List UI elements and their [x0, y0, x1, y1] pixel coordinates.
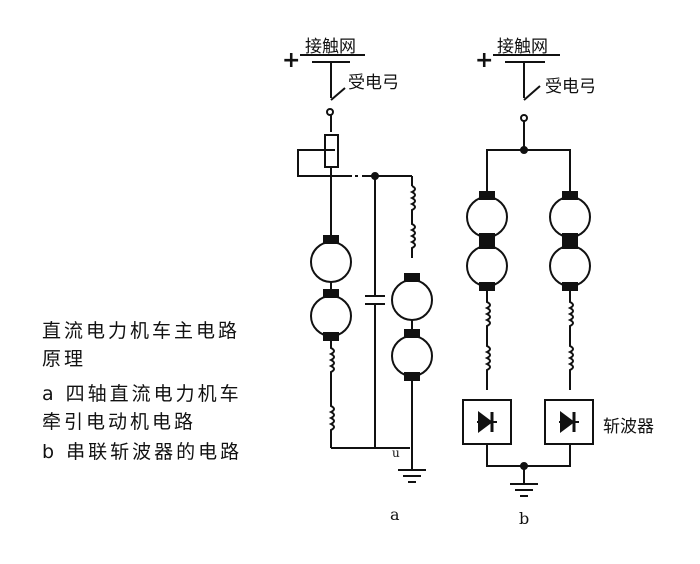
motor-a4: [391, 329, 433, 381]
field-winding-a2: [409, 185, 416, 258]
ground-b: [510, 483, 538, 497]
chopper-label: 斩波器: [603, 417, 654, 437]
node-mark-a: u: [392, 446, 400, 460]
caption-title-line1: 直流电力机车主电路: [42, 320, 241, 342]
caption-item-a-line2: 牵引电动机电路: [42, 411, 197, 433]
circuit-a: [297, 54, 433, 483]
motor-a3: [391, 273, 433, 321]
pantograph-a: [312, 61, 350, 132]
pantograph-label-b: 受电弓: [545, 77, 596, 97]
motor-a2: [310, 289, 352, 341]
catenary-label-a: 接触网: [305, 37, 356, 57]
plus-sign-b: +: [475, 48, 494, 73]
circuit-b: [462, 54, 594, 497]
caption-item-a-line1: a 四轴直流电力机车: [42, 383, 242, 405]
motor-b1: [466, 191, 508, 242]
plus-sign-a: +: [282, 48, 301, 73]
chopper-b1: [462, 399, 512, 445]
sublabel-b: b: [519, 509, 530, 528]
catenary-label-b: 接触网: [497, 37, 548, 57]
pantograph-label-a: 受电弓: [348, 73, 399, 93]
caption-item-b: b 串联斩波器的电路: [42, 441, 243, 463]
ground-a: [398, 469, 426, 483]
motor-b4: [549, 240, 591, 291]
motor-a1: [310, 235, 352, 283]
field-winding-b2: [567, 290, 574, 390]
caption-title-line2: 原理: [42, 348, 87, 370]
sublabel-a: a: [390, 505, 400, 524]
motor-b3: [549, 191, 591, 242]
rheostat-a: [297, 134, 339, 177]
pantograph-b: [505, 61, 545, 154]
field-winding-a1: [328, 340, 335, 442]
chopper-b2: [544, 399, 594, 445]
capacitor-a: [365, 176, 385, 448]
motor-b2: [466, 240, 508, 291]
field-winding-b1: [484, 290, 491, 390]
